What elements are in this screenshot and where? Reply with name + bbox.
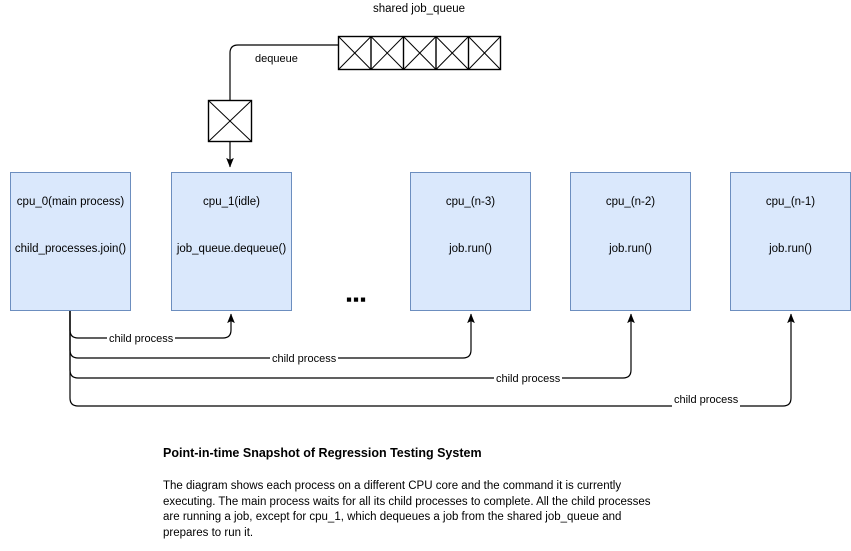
child-process-label-3: child process [494,373,563,386]
job-queue-label: shared job_queue [372,3,466,15]
child-process-connector-cpu-n-1 [69,311,795,407]
cpu-command-cpu_n_1: job.run() [769,243,812,255]
cpu-title-cpu_0: cpu_0(main process) [16,196,125,208]
cpu-command-cpu_1: job_queue.dequeue() [176,243,287,255]
caption-body: The diagram shows each process on a diff… [163,480,651,539]
child-process-label-4: child process [672,394,741,407]
cpu-command-cpu_0: child_processes.join() [14,243,127,255]
cpu-command-cpu_n_3: job.run() [449,243,492,255]
cpu-box-cpu_0[interactable]: cpu_0(main process) child_processes.join… [10,172,131,311]
caption-title: Point-in-time Snapshot of Regression Tes… [163,446,482,460]
child-process-label-1: child process [107,333,176,346]
cpu-command-cpu_n_2: job.run() [609,243,652,255]
cpu-box-cpu_n_1[interactable]: cpu_(n-1) job.run() [730,172,851,311]
cpu-box-cpu_n_3[interactable]: cpu_(n-3) job.run() [410,172,531,311]
cpu-group-ellipsis: ▪▪▪ [346,290,368,309]
cpu-title-cpu_n_2: cpu_(n-2) [605,196,656,208]
dequeue-edge-label: dequeue [253,53,300,66]
job-queue-shape [337,35,502,71]
cpu-title-cpu_n_1: cpu_(n-1) [765,196,816,208]
child-process-label-2: child process [270,353,339,366]
dequeue-connector [229,44,338,100]
cpu-box-cpu_n_2[interactable]: cpu_(n-2) job.run() [570,172,691,311]
cpu-title-cpu_n_3: cpu_(n-3) [445,196,496,208]
pending-job-glyph [207,99,253,143]
cpu-box-cpu_1[interactable]: cpu_1(idle) job_queue.dequeue() [171,172,292,311]
cpu-title-cpu_1: cpu_1(idle) [203,196,260,208]
